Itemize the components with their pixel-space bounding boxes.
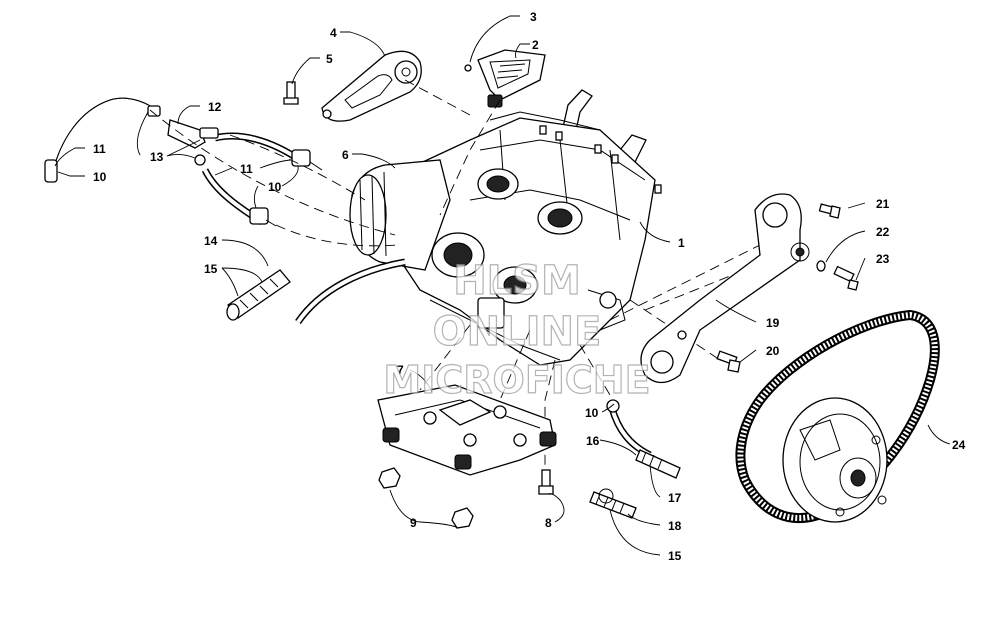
callout-3: 3 [530, 10, 537, 24]
callout-15-left: 15 [204, 262, 218, 276]
bolt-8 [538, 469, 554, 495]
bolt-21 [818, 203, 841, 219]
callout-10-bottom: 10 [585, 406, 599, 420]
bolt-23 [833, 265, 859, 291]
washer-22 [816, 260, 826, 272]
engine-assembly [394, 111, 662, 366]
callout-22: 22 [876, 225, 890, 239]
watermark-line-2: ONLINE [433, 309, 602, 355]
bolt-20 [716, 350, 741, 373]
engine-mount-bracket-top [321, 50, 422, 122]
callout-10-left: 10 [93, 170, 107, 184]
fitting-17 [635, 449, 681, 479]
engine-mount-plate [377, 384, 557, 476]
fitting-18 [589, 488, 637, 519]
callout-12: 12 [208, 100, 222, 114]
callout-11-left: 11 [93, 142, 106, 156]
callout-8: 8 [545, 516, 552, 530]
callout-7: 7 [397, 363, 404, 377]
callout-23: 23 [876, 252, 890, 266]
callout-labels: 1 2 3 4 5 6 7 8 9 10 10 10 11 11 12 13 1… [93, 10, 966, 563]
callout-14: 14 [204, 234, 218, 248]
callout-24: 24 [952, 438, 966, 452]
hose-fitting-15-left [226, 269, 291, 321]
watermark: HLSM ONLINE MICROFICHE [383, 257, 651, 402]
callout-11-mid: 11 [240, 162, 253, 176]
callout-15-bottom: 15 [668, 549, 682, 563]
callout-13: 13 [150, 150, 164, 164]
callout-16: 16 [586, 434, 600, 448]
callout-6: 6 [342, 148, 349, 162]
callout-10-mid: 10 [268, 180, 282, 194]
nuts-9 [378, 467, 474, 529]
leader-lines [54, 15, 951, 556]
callout-20: 20 [766, 344, 780, 358]
callout-1: 1 [678, 236, 685, 250]
callout-2: 2 [532, 38, 539, 52]
callout-5: 5 [326, 52, 333, 66]
engine-mount-bracket-rear [640, 193, 810, 384]
watermark-line-3: MICROFICHE [383, 358, 650, 402]
callout-17: 17 [668, 491, 682, 505]
callout-9: 9 [410, 516, 417, 530]
drive-belt [735, 309, 940, 524]
callout-18: 18 [668, 519, 682, 533]
fuel-hose-16 [606, 399, 652, 459]
coolant-hose-right [201, 132, 323, 227]
magneto-housing [349, 159, 451, 271]
hose-tee-fitting [167, 119, 219, 166]
drive-clutch [782, 397, 888, 523]
coolant-hose-left [44, 97, 161, 183]
callout-21: 21 [876, 197, 890, 211]
bolt-5 [283, 81, 299, 105]
watermark-line-1: HLSM [453, 258, 581, 304]
callout-19: 19 [766, 316, 780, 330]
lift-handle [464, 49, 546, 108]
drain-hose [295, 258, 406, 325]
callout-4: 4 [330, 26, 337, 40]
